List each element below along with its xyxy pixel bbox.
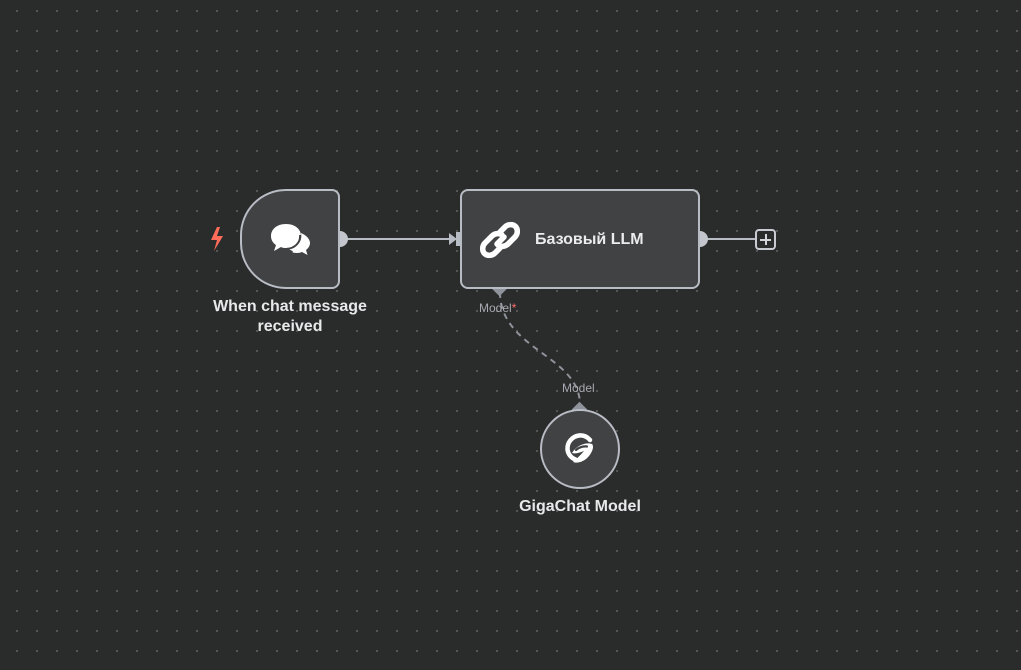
lightning-bolt-icon <box>205 225 229 253</box>
gigachat-model-node[interactable] <box>540 409 620 489</box>
model-node-port-label: Model <box>562 381 595 395</box>
llm-model-port-label: Model* <box>479 301 516 315</box>
chat-trigger-node[interactable] <box>240 189 340 289</box>
llm-node-title: Базовый LLM <box>535 231 644 248</box>
chat-bubbles-icon <box>262 219 318 259</box>
trigger-node-label: When chat message received <box>190 297 390 337</box>
required-indicator: * <box>511 301 517 315</box>
trigger-label-line1: When chat message <box>213 298 367 315</box>
chain-link-icon <box>478 219 522 261</box>
trigger-label-line2: received <box>257 318 323 335</box>
model-port-label-text: Model <box>479 301 512 315</box>
add-node-button[interactable] <box>755 229 776 250</box>
arrowhead-icon <box>449 233 457 245</box>
model-node-label: GigaChat Model <box>519 498 641 515</box>
gigachat-logo-icon <box>560 429 600 469</box>
